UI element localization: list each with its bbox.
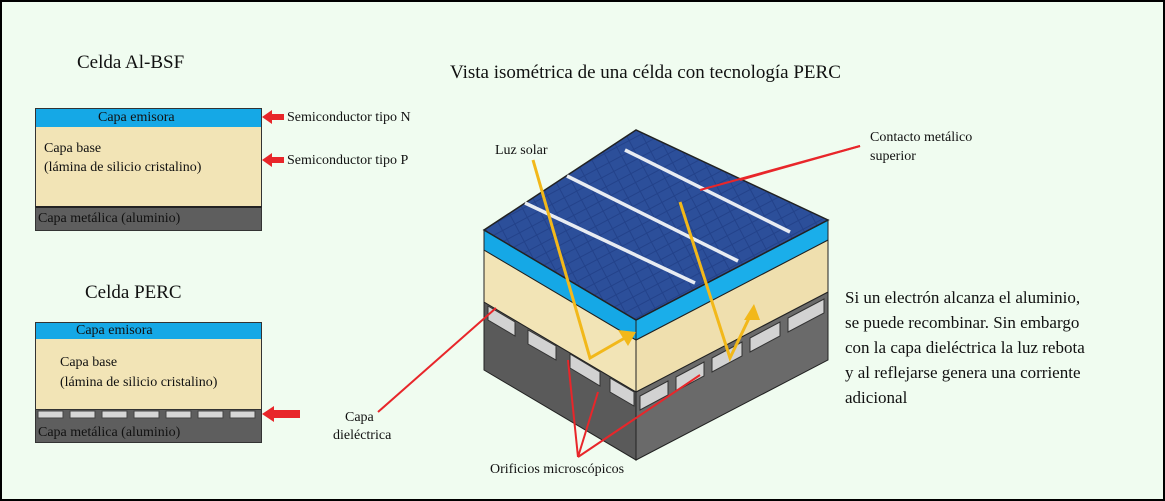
perc-title: Celda PERC [85, 282, 182, 303]
arrow-dielectric [262, 406, 300, 422]
perc-emisora-label: Capa emisora [76, 323, 153, 338]
albsf-base-layer: Capa base (lámina de silicio cristalino) [35, 127, 262, 206]
perc-metal-label: Capa metálica (aluminio) [38, 425, 181, 440]
albsf-label-p: Semiconductor tipo P [287, 153, 409, 168]
iso-contact-stripes [524, 148, 791, 285]
red-pointer-lines [377, 145, 861, 458]
arrow-n [262, 110, 284, 124]
perc-dielectric-dashes [37, 410, 256, 419]
iso-dielectric-left [487, 305, 635, 407]
albsf-label-n: Semiconductor tipo N [287, 110, 411, 125]
perc-base-label-1: Capa base [60, 355, 118, 370]
perc-base-label-2: (lámina de silicio cristalino) [60, 375, 218, 390]
albsf-title: Celda Al-BSF [77, 52, 185, 73]
explanation-text: Si un electrón alcanza el aluminio, se p… [845, 288, 1085, 407]
perc-dielectric-label-1: Capa [345, 410, 374, 425]
albsf-base-label-1: Capa base [44, 141, 102, 156]
albsf-base-label-2: (lámina de silicio cristalino) [44, 160, 202, 175]
contacto-label-1: Contacto metálico [870, 130, 973, 145]
albsf-emisora-layer: Capa emisora [35, 108, 262, 127]
contacto-label-2: superior [870, 149, 916, 164]
luz-solar-label: Luz solar [495, 143, 548, 158]
sunlight-arrows [531, 159, 754, 363]
sunlight-arrowhead-2 [744, 304, 760, 320]
albsf-metal-layer: Capa metálica (aluminio) [35, 206, 262, 231]
orificios-label: Orificios microscópicos [490, 462, 625, 477]
perc-emisora-layer: Capa emisora [35, 322, 262, 339]
arrow-p [262, 153, 284, 167]
sunlight-arrowhead-1 [618, 330, 636, 346]
perc-dielectric-label-2: dieléctrica [333, 428, 392, 443]
albsf-metal-label: Capa metálica (aluminio) [38, 211, 181, 226]
albsf-emisora-label: Capa emisora [98, 110, 175, 125]
iso-title: Vista isométrica de una célda con tecnol… [450, 62, 841, 83]
perc-base-layer: Capa base (lámina de silicio cristalino) [35, 339, 262, 409]
